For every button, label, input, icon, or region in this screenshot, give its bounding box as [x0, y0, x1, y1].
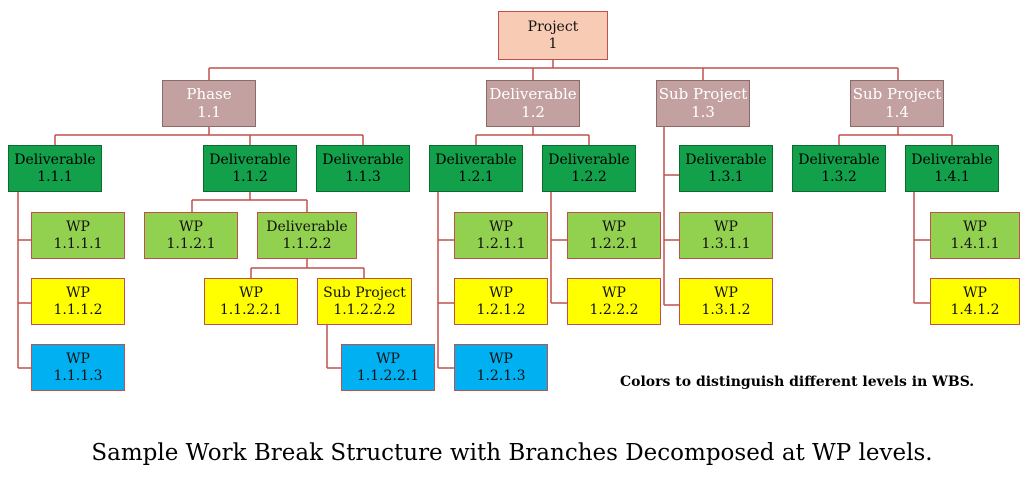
node-code: 1.2.2 [571, 168, 607, 185]
wbs-node-wp-1-3-1-2: WP 1.3.1.2 [679, 278, 773, 325]
node-code: 1.2.1 [458, 168, 494, 185]
wbs-node-deliverable-1-1-3: Deliverable 1.1.3 [316, 145, 410, 192]
node-label: Deliverable [322, 152, 404, 169]
node-code: 1.1.3 [345, 168, 381, 185]
node-code: 1.1.2.2.1 [219, 301, 283, 318]
node-label: Phase [186, 85, 232, 104]
node-label: Sub Project [658, 85, 748, 104]
wbs-node-deliverable-1-2: Deliverable 1.2 [486, 80, 580, 127]
wbs-node-wp-1-2-2-2: WP 1.2.2.2 [567, 278, 661, 325]
node-code: 1.4.1 [934, 168, 970, 185]
node-code: 1.1.2.2 [282, 235, 332, 252]
node-label: Deliverable [489, 85, 577, 104]
wbs-node-wp-1-1-2-1: WP 1.1.2.1 [144, 212, 238, 259]
node-label: WP [489, 219, 513, 236]
wbs-node-deliverable-1-4-1: Deliverable 1.4.1 [905, 145, 999, 192]
node-label: WP [714, 285, 738, 302]
wbs-node-deliverable-1-1-1: Deliverable 1.1.1 [8, 145, 102, 192]
node-label: Deliverable [209, 152, 291, 169]
node-label: WP [376, 351, 400, 368]
node-label: Deliverable [685, 152, 767, 169]
node-label: WP [714, 219, 738, 236]
wbs-node-wp-1-1-1-3: WP 1.1.1.3 [31, 344, 125, 391]
wbs-node-deliverable-1-3-2: Deliverable 1.3.2 [792, 145, 886, 192]
node-label: WP [602, 285, 626, 302]
wbs-node-wp-1-3-1-1: WP 1.3.1.1 [679, 212, 773, 259]
node-code: 1.2.2.1 [589, 235, 639, 252]
node-code: 1.1.2 [232, 168, 268, 185]
node-code: 1.2 [521, 102, 545, 121]
node-code: 1.2.2.2 [589, 301, 639, 318]
wbs-node-deliverable-1-1-2: Deliverable 1.1.2 [203, 145, 297, 192]
node-code: 1.3.1.2 [701, 301, 751, 318]
wbs-node-subproject-1-4: Sub Project 1.4 [850, 80, 944, 127]
node-label: WP [66, 351, 90, 368]
node-code: 1.3 [691, 102, 715, 121]
wbs-node-subproject-1-3: Sub Project 1.3 [656, 80, 750, 127]
wbs-node-deliverable-1-3-1: Deliverable 1.3.1 [679, 145, 773, 192]
node-label: WP [66, 285, 90, 302]
wbs-node-deliverable-1-2-2: Deliverable 1.2.2 [542, 145, 636, 192]
node-label: WP [66, 219, 90, 236]
node-code: 1 [548, 35, 558, 52]
wbs-node-wp-1-1-2-2-2-1: WP 1.1.2.2.1 [341, 344, 435, 391]
wbs-node-phase-1-1: Phase 1.1 [162, 80, 256, 127]
node-code: 1.4.1.1 [950, 235, 1000, 252]
wbs-node-wp-1-2-1-2: WP 1.2.1.2 [454, 278, 548, 325]
node-label: WP [489, 351, 513, 368]
node-code: 1.2.1.2 [476, 301, 526, 318]
wbs-node-wp-1-1-1-2: WP 1.1.1.2 [31, 278, 125, 325]
node-code: 1.1.1.3 [53, 367, 103, 384]
node-label: Deliverable [266, 219, 348, 236]
node-label: WP [489, 285, 513, 302]
node-code: 1.2.1.3 [476, 367, 526, 384]
node-label: Sub Project [323, 285, 406, 302]
node-code: 1.1.2.2.1 [356, 367, 420, 384]
legend-note: Colors to distinguish different levels i… [620, 374, 975, 390]
node-code: 1.1 [197, 102, 221, 121]
node-label: Sub Project [852, 85, 942, 104]
node-code: 1.1.2.1 [166, 235, 216, 252]
wbs-node-wp-1-2-1-1: WP 1.2.1.1 [454, 212, 548, 259]
node-label: WP [602, 219, 626, 236]
node-code: 1.1.1 [37, 168, 73, 185]
node-code: 1.3.2 [821, 168, 857, 185]
wbs-node-wp-1-2-2-1: WP 1.2.2.1 [567, 212, 661, 259]
wbs-node-wp-1-1-1-1: WP 1.1.1.1 [31, 212, 125, 259]
wbs-node-subproject-1-1-2-2-2: Sub Project 1.1.2.2.2 [317, 278, 412, 325]
node-code: 1.2.1.1 [476, 235, 526, 252]
wbs-node-wp-1-1-2-2-1: WP 1.1.2.2.1 [204, 278, 298, 325]
wbs-node-deliverable-1-2-1: Deliverable 1.2.1 [429, 145, 523, 192]
figure-caption: Sample Work Break Structure with Branche… [91, 440, 933, 466]
node-code: 1.4 [885, 102, 909, 121]
wbs-node-project: Project 1 [498, 11, 608, 60]
node-code: 1.1.2.2.2 [333, 301, 396, 318]
node-code: 1.1.1.1 [53, 235, 103, 252]
node-code: 1.1.1.2 [53, 301, 103, 318]
node-label: Deliverable [798, 152, 880, 169]
node-label: Deliverable [14, 152, 96, 169]
wbs-node-deliverable-1-1-2-2: Deliverable 1.1.2.2 [257, 212, 357, 259]
node-label: WP [239, 285, 263, 302]
node-code: 1.3.1.1 [701, 235, 751, 252]
node-label: WP [963, 219, 987, 236]
node-label: Deliverable [435, 152, 517, 169]
node-label: WP [179, 219, 203, 236]
node-label: WP [963, 285, 987, 302]
wbs-node-wp-1-4-1-1: WP 1.4.1.1 [930, 212, 1020, 259]
node-label: Project [527, 19, 579, 36]
node-label: Deliverable [548, 152, 630, 169]
node-code: 1.4.1.2 [950, 301, 1000, 318]
wbs-node-wp-1-2-1-3: WP 1.2.1.3 [454, 344, 548, 391]
node-label: Deliverable [911, 152, 993, 169]
wbs-node-wp-1-4-1-2: WP 1.4.1.2 [930, 278, 1020, 325]
node-code: 1.3.1 [708, 168, 744, 185]
